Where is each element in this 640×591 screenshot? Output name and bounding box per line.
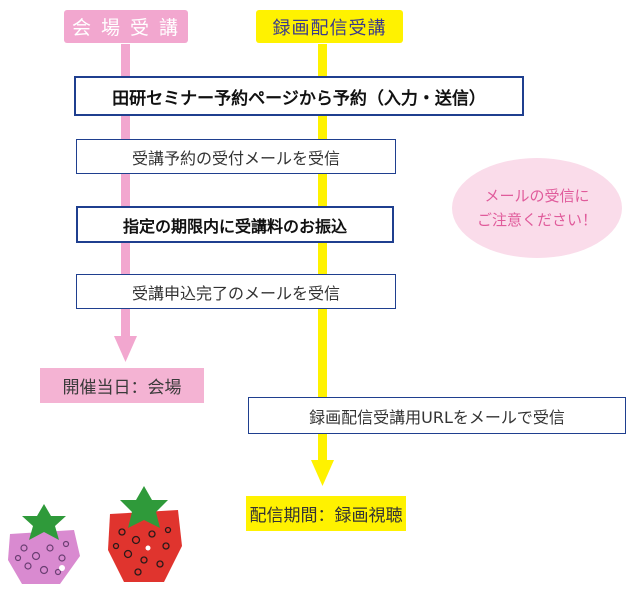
completion-email-step-box: 受講申込完了のメールを受信 <box>76 274 396 309</box>
notice-line-1: メールの受信に <box>484 187 590 205</box>
venue-attendance-label: 会 場 受 講 <box>64 10 188 43</box>
notice-line-2: ご注意ください！ <box>476 211 597 229</box>
red-strawberry-illustration <box>108 486 182 582</box>
pink-strawberry-illustration <box>8 504 80 584</box>
venue-destination-label: 開催当日：会場 <box>40 368 204 403</box>
payment-step-box: 指定の期限内に受講料のお振込 <box>76 206 394 243</box>
reservation-step-box: 田研セミナー予約ページから予約（入力・送信） <box>74 76 524 116</box>
recording-attendance-label: 録画配信受講 <box>256 10 403 43</box>
yellow-flow-line <box>318 44 327 464</box>
pink-flow-line <box>121 44 130 340</box>
email-notice-bubble: メールの受信に ご注意ください！ <box>452 158 622 258</box>
yellow-arrow-head <box>311 460 334 486</box>
recording-destination-label: 配信期間：録画視聴 <box>246 496 406 531</box>
recording-url-step-box: 録画配信受講用URLをメールで受信 <box>248 397 626 434</box>
pink-arrow-head <box>114 336 137 362</box>
receipt-email-step-box: 受講予約の受付メールを受信 <box>76 139 396 174</box>
